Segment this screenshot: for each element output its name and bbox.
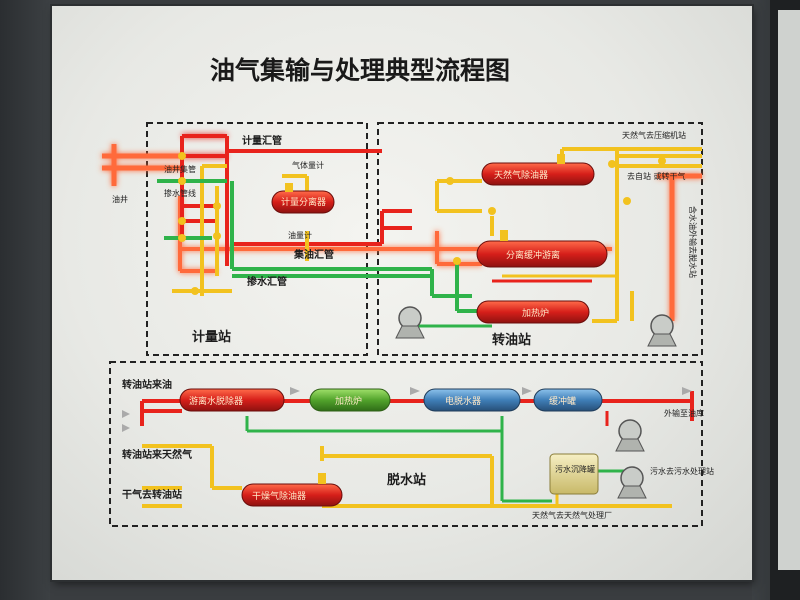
label-to-storage: 外输至油库 [664,408,704,418]
label-dry-gas: 去自站 或转干气 [627,171,686,181]
dehydration-station-box [109,361,703,527]
label-wellhead-manifold: 油井集管 [164,164,196,174]
label-water-header: 掺水汇管 [247,275,287,288]
label-to-water-treatment: 污水去污水处理站 [650,466,714,476]
metering-valves [178,152,221,295]
transfer-station-name: 转油站 [492,332,531,348]
buffer-separator-tank: 分离缓冲游离 [476,230,608,268]
metering-pipes [102,134,612,298]
metering-station-box [146,122,368,356]
dehydration-heater-tank: 加热炉 [309,388,391,412]
label-oil-meter: 油量计 [288,230,312,240]
process-flow-board: 油气集输与处理典型流程图 [52,6,752,580]
free-water-knockout-tank: 游离水脱除器 [179,388,285,412]
transfer-station-box [377,122,703,356]
dehydration-pump-upper [615,419,645,452]
dry-gas-scrubber-tank: 干燥气除油器 [241,473,343,507]
transfer-heater-tank: 加热炉 [476,300,590,324]
gas-scrubber-label: 天然气除油器 [494,169,548,181]
label-oil-inlet: 转油站来油 [122,378,172,391]
electro-dehydrator-tank: 电脱水器 [423,388,521,412]
electro-dehydrator-label: 电脱水器 [445,395,481,407]
label-to-gas-plant: 天然气去天然气处理厂 [532,510,612,520]
transfer-heater-label: 加热炉 [522,307,549,319]
sewage-tank-label: 污水沉降罐 [555,464,595,474]
dehydration-pump-lower [617,466,647,499]
dehydration-arrows [122,387,692,432]
transfer-pump-left [395,306,425,339]
dry-gas-scrubber-label: 干燥气除油器 [252,490,306,502]
buffer-tank: 缓冲罐 [533,388,603,412]
buffer-tank-label: 缓冲罐 [549,395,576,407]
label-water-line: 掺水管线 [164,188,196,198]
diagram-title: 油气集输与处理典型流程图 [210,56,510,85]
dehydration-heater-label: 加热炉 [335,395,362,407]
metering-separator-label: 计量分离器 [281,196,326,208]
free-water-knockout-label: 游离水脱除器 [189,395,243,407]
sewage-tank: 污水沉降罐 [549,453,599,495]
wall-left [0,0,50,600]
label-metering-header: 计量汇管 [242,134,282,147]
label-gas-meter: 气体量计 [292,160,324,170]
label-wellhead: 油井 [112,194,128,204]
transfer-pump-right [647,314,677,347]
label-gas-inlet: 转油站来天然气 [122,448,192,461]
gas-scrubber-tank: 天然气除油器 [481,154,595,186]
metering-separator-tank: 计量分离器 [271,183,335,214]
metering-station-name: 计量站 [192,329,231,345]
transfer-pipes [402,147,702,328]
label-dry-gas-inlet: 干气去转油站 [122,488,182,501]
dehydration-station-name: 脱水站 [387,472,426,488]
buffer-separator-label: 分离缓冲游离 [506,249,560,261]
label-gathering-header: 集油汇管 [293,248,334,261]
label-gas-gathering: 天然气去压缩机站 [622,130,686,140]
flow-diagram: 油气集输与处理典型流程图 [102,56,714,527]
label-oil-to-dehydration: 含水油外输去脱水站 [688,206,698,278]
adjacent-board [778,10,800,570]
transfer-valves [446,157,666,265]
